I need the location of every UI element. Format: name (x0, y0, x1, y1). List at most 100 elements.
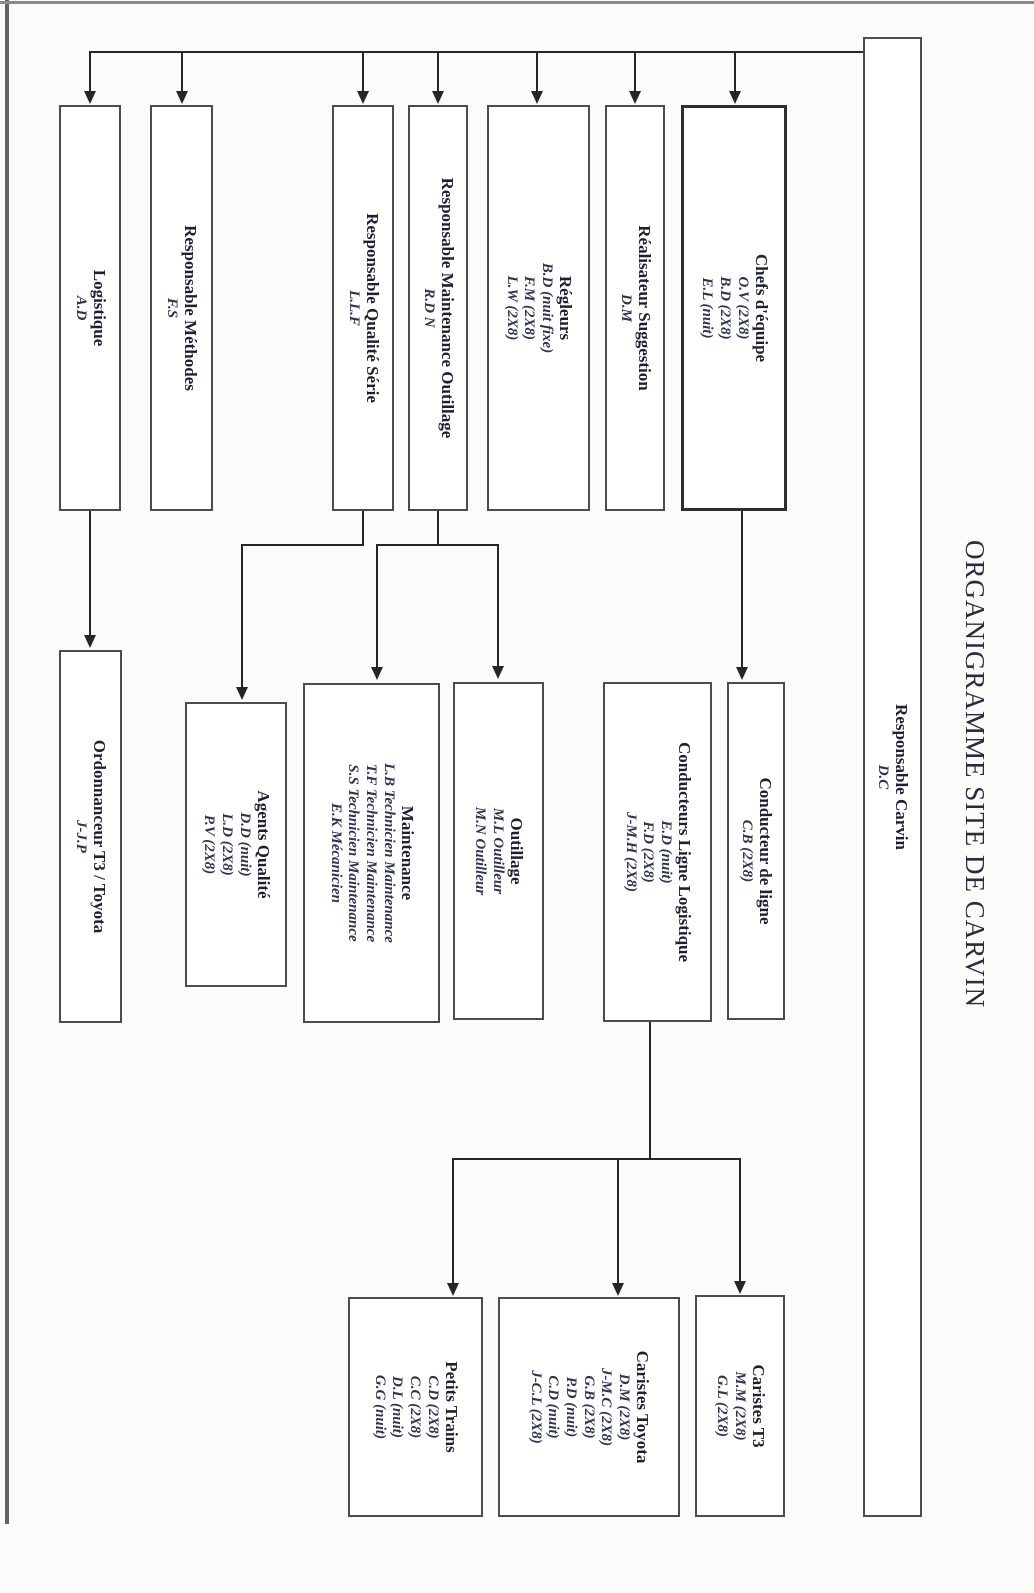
node-title: Logistique (89, 269, 109, 347)
node-conducteurs-ligne-logistique: Conducteurs Ligne Logistique E.D (nuit) … (603, 682, 712, 1022)
node-logistique: Logistique A.D (59, 105, 121, 511)
node-realisateur-suggestion: Réalisateur Suggestion D.M (605, 105, 665, 511)
node-member: C.D (2X8) (424, 1375, 441, 1439)
node-member: D.M (2X8) (616, 1373, 633, 1441)
node-member: O.V (2X8) (734, 276, 751, 340)
scan-edge-top (0, 1, 1034, 4)
node-member: D.L (nuit) (389, 1376, 406, 1438)
arrowhead (492, 666, 504, 679)
connector-cll-out (649, 1022, 651, 1160)
node-responsable-qualite-serie: Responsable Qualité Série L.L.F (332, 105, 394, 511)
arrowhead (432, 91, 444, 104)
node-member: C.C (2X8) (407, 1375, 424, 1439)
arrowhead (447, 1283, 459, 1296)
node-responsable-methodes: Responsable Méthodes F.S (150, 105, 213, 511)
node-title: Petits Trains (441, 1361, 461, 1453)
connector-maintout-rail (376, 544, 499, 546)
connector-qualite-out (362, 511, 364, 546)
node-title: Conducteur de ligne (755, 777, 775, 925)
connector-maintout-outillage (497, 544, 499, 667)
node-member: J-J.P (73, 820, 90, 853)
node-member: M.M (2X8) (731, 1371, 748, 1441)
arrowhead (357, 91, 369, 104)
node-title: Responsable Maintenance Outillage (437, 177, 457, 439)
node-title: Caristes Toyota (633, 1350, 653, 1464)
node-member: S.S Technicien Maintenance (345, 764, 362, 942)
node-member: E.L (nuit) (699, 277, 716, 339)
node-title: Maintenance (397, 805, 417, 901)
connector-to-chefs (734, 51, 736, 92)
connector-maintout-maintenance (376, 544, 378, 668)
node-member: F.D (2X8) (640, 821, 657, 883)
node-member: B.D (nuit fixe) (539, 262, 556, 354)
node-title: Conducteurs Ligne Logistique (675, 741, 695, 963)
node-regleurs: Régleurs B.D (nuit fixe) F.M (2X8) L.W (… (487, 105, 590, 511)
node-member: E.D (nuit) (658, 820, 675, 884)
arrowhead (729, 91, 741, 104)
arrowhead (84, 635, 96, 648)
connector-logistique-ordonnanceur (89, 511, 91, 636)
node-member: L.B Technicien Maintenance (380, 763, 397, 943)
node-member: E.K Mécanicien (327, 803, 344, 903)
arrowhead (736, 667, 748, 680)
node-title: Responsable Méthodes (181, 225, 201, 391)
node-member: J-M.H (2X8) (622, 812, 639, 892)
node-member: L.D (2X8) (218, 813, 235, 876)
node-caristes-toyota: Caristes Toyota D.M (2X8) J-M.C (2X8) G.… (498, 1297, 680, 1517)
node-member: L.L.F (345, 290, 362, 326)
node-title: Responsable Qualité Série (362, 213, 382, 403)
arrowhead (176, 91, 188, 104)
connector-to-regleurs (536, 51, 538, 92)
node-petits-trains: Petits Trains C.D (2X8) C.C (2X8) D.L (n… (348, 1297, 483, 1517)
connector-to-realisateur (634, 51, 636, 92)
node-member: G.L (2X8) (713, 1375, 730, 1437)
arrowhead (236, 687, 248, 700)
scan-edge-left (5, 0, 9, 1524)
connector-qualite-drop (241, 544, 364, 546)
node-chefs-dequipe: Chefs d'équipe O.V (2X8) B.D (2X8) E.L (… (681, 105, 787, 511)
node-title: Agents Qualité (253, 790, 273, 899)
connector-maintout-out (437, 511, 439, 546)
node-member: G.B (2X8) (580, 1375, 597, 1439)
node-title: Régleurs (556, 275, 576, 341)
arrowhead (612, 1283, 624, 1296)
node-caristes-t3: Caristes T3 M.M (2X8) G.L (2X8) (695, 1295, 785, 1517)
node-responsable-maintenance-outillage: Responsable Maintenance Outillage R.D N (408, 105, 468, 511)
connector-to-qualite (362, 51, 364, 92)
arrowhead (371, 667, 383, 680)
node-outillage: Outillage M.L Outilleur M.N Outilleur (453, 682, 544, 1020)
node-member: M.N Outilleur (472, 806, 489, 896)
arrowhead (531, 91, 543, 104)
node-title: Chefs d'équipe (751, 253, 771, 363)
node-member: F.S (164, 297, 181, 319)
arrowhead (734, 1281, 746, 1294)
node-member: C.D (nuit) (545, 1375, 562, 1439)
node-member: R.D N (420, 288, 437, 328)
node-conducteur-de-ligne: Conducteur de ligne C.B (2X8) (727, 682, 785, 1020)
connector-chefs-conducteur (741, 511, 743, 668)
node-member: F.M (2X8) (521, 276, 538, 340)
node-agents-qualite: Agents Qualité D.D (nuit) L.D (2X8) P.V … (185, 702, 287, 987)
node-member: C.B (2X8) (738, 819, 755, 883)
node-responsable-carvin: Responsable Carvin D.C (863, 37, 922, 1517)
connector-cll-caristes-toyota (617, 1158, 619, 1284)
connector-cll-rail (452, 1158, 741, 1160)
node-member: P.V (2X8) (201, 814, 218, 875)
node-member: T.F Technicien Maintenance (363, 763, 380, 943)
node-member: P.D (nuit) (562, 1376, 579, 1438)
node-member: J-C.L (2X8) (527, 1370, 544, 1444)
node-title: Réalisateur Suggestion (634, 225, 654, 391)
connector-to-maint-outillage (437, 51, 439, 92)
node-member: D.M (617, 294, 634, 322)
connector-trunk (89, 51, 863, 53)
arrowhead (629, 91, 641, 104)
node-maintenance: Maintenance L.B Technicien Maintenance T… (303, 683, 440, 1023)
node-title: Responsable Carvin (892, 704, 912, 850)
node-member: B.D (2X8) (716, 276, 733, 340)
node-member: M.L Outilleur (490, 807, 507, 895)
node-ordonnanceur-t3-toyota: Ordonnanceur T3 / Toyota J-J.P (59, 650, 122, 1023)
node-title: Caristes T3 (748, 1364, 768, 1448)
node-member: G.G (nuit) (371, 1374, 388, 1440)
node-member: A.D (72, 295, 89, 321)
